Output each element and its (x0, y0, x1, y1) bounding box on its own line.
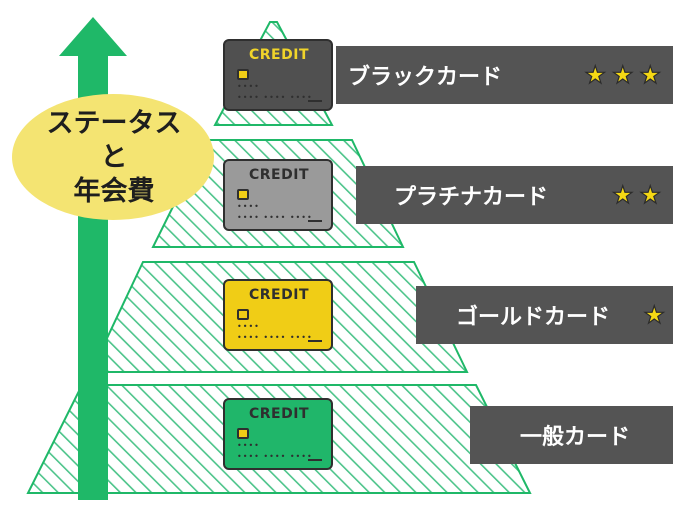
status-bubble-text: ステータス と 年会費 (18, 96, 210, 220)
star-icon: ★ (643, 301, 666, 329)
chip-icon (237, 189, 249, 200)
card-digit-marks: •••• (237, 441, 260, 450)
tier-name: 一般カード (520, 425, 631, 450)
star-icon: ★ (639, 61, 662, 89)
card-mark-icon (308, 100, 322, 102)
card-mark-icon (308, 340, 322, 342)
star-icon: ★ (639, 181, 662, 209)
credit-text: CREDIT (249, 47, 309, 63)
credit-text: CREDIT (249, 167, 309, 183)
card-number-marks: •••• •••• •••• (237, 333, 313, 342)
star-rating: ★ ★ (611, 181, 662, 209)
card-digit-marks: •••• (237, 82, 260, 91)
star-rating: ★ (643, 301, 666, 329)
tier-name: ゴールドカード (456, 305, 611, 330)
status-line-3: 年会費 (73, 175, 155, 207)
star-icon: ★ (584, 61, 607, 89)
card-number-marks: •••• •••• •••• (237, 93, 313, 102)
tier-name: プラチナカード (394, 185, 549, 210)
credit-card-gold: CREDIT •••• •••• •••• •••• (223, 279, 333, 351)
chip-icon (237, 309, 249, 320)
chip-icon (237, 428, 249, 439)
star-icon: ★ (611, 61, 634, 89)
credit-card-platinum: CREDIT •••• •••• •••• •••• (223, 159, 333, 231)
status-bubble (12, 94, 214, 220)
card-mark-icon (308, 220, 322, 222)
card-number-marks: •••• •••• •••• (237, 452, 313, 461)
tier-label-black: ブラックカード ★ ★ ★ (336, 46, 673, 104)
tier-label-gold: ゴールドカード ★ (416, 286, 673, 344)
star-icon: ★ (611, 181, 634, 209)
card-digit-marks: •••• (237, 202, 260, 211)
tier-name: ブラックカード (348, 65, 503, 90)
card-mark-icon (308, 459, 322, 461)
tier-label-platinum: プラチナカード ★ ★ (356, 166, 673, 224)
status-line-1: ステータス (46, 108, 182, 140)
credit-card-black: CREDIT •••• •••• •••• •••• (223, 39, 333, 111)
upward-arrow-icon (59, 17, 127, 500)
star-rating: ★ ★ ★ (584, 61, 662, 89)
credit-text: CREDIT (249, 287, 309, 303)
tier-label-general: 一般カード (470, 406, 673, 464)
status-line-2: と (100, 142, 128, 174)
credit-card-general: CREDIT •••• •••• •••• •••• (223, 398, 333, 470)
credit-text: CREDIT (249, 406, 309, 422)
card-number-marks: •••• •••• •••• (237, 213, 313, 222)
card-digit-marks: •••• (237, 322, 260, 331)
chip-icon (237, 69, 249, 80)
